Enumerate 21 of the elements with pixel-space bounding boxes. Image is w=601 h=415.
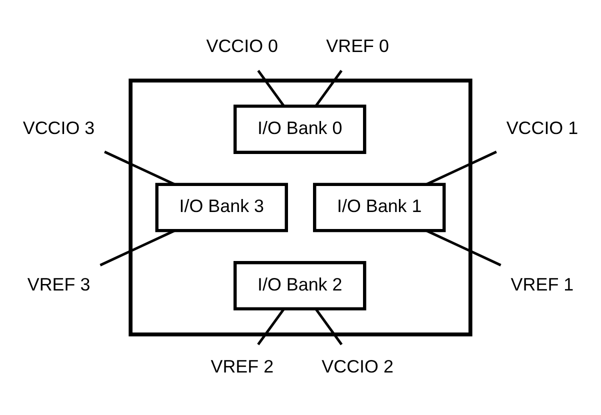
node-text: VREF 0 — [326, 36, 389, 56]
node-box: I/O Bank 2 — [234, 261, 366, 310]
node-text: VREF 2 — [210, 356, 274, 377]
connector — [257, 70, 285, 107]
connector — [426, 150, 497, 186]
node-text: VREF 1 — [510, 274, 574, 294]
connector — [314, 70, 343, 107]
node-text: VCCIO 0 — [206, 36, 278, 56]
node-box: I/O Bank 3 — [155, 182, 288, 232]
node-box: I/O Bank 0 — [234, 104, 366, 154]
connector — [314, 308, 343, 346]
connector — [104, 150, 176, 186]
node-text: VREF 3 — [27, 274, 90, 294]
node-box: I/O Bank 1 — [313, 182, 446, 232]
node-text: VCCIO 3 — [22, 118, 95, 138]
connector — [257, 308, 285, 346]
cluster — [128, 78, 472, 336]
connector — [426, 230, 502, 266]
connector — [100, 230, 176, 266]
node-text: VCCIO 2 — [322, 356, 394, 377]
node-text: VCCIO 1 — [506, 118, 578, 138]
